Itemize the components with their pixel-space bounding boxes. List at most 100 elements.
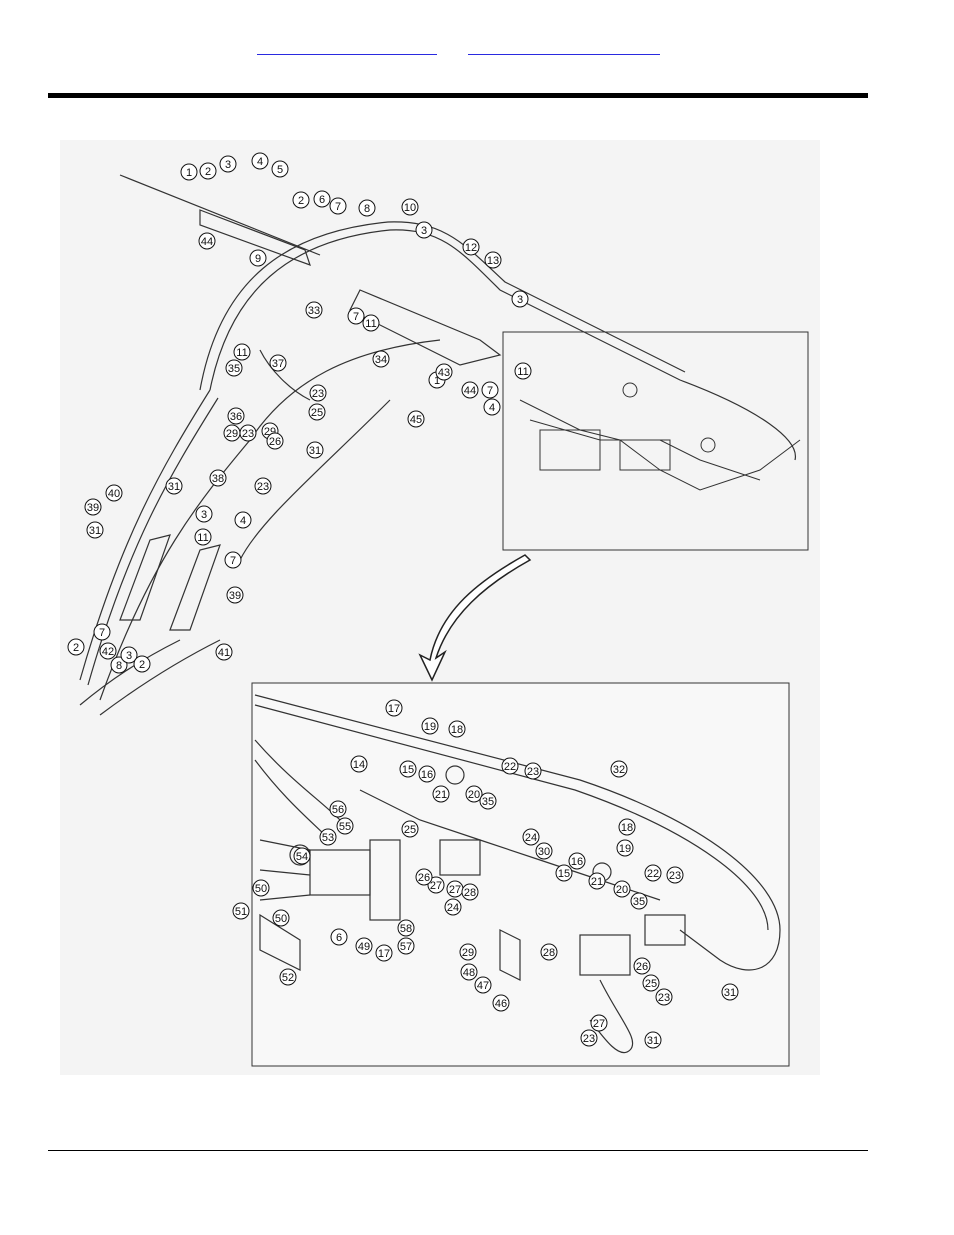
main-callout-circle	[219, 155, 237, 173]
detail-callout-circle	[465, 785, 483, 803]
main-callout-circle	[309, 384, 327, 402]
main-callout-label: 4	[489, 402, 495, 414]
detail-callout-29: 22	[644, 864, 662, 882]
detail-callout-label: 24	[447, 902, 459, 914]
detail-callout-circle	[330, 928, 348, 946]
detail-callout-31: 51	[232, 902, 250, 920]
main-callout-circle	[362, 314, 380, 332]
main-callout-39: 45	[407, 410, 425, 428]
detail-callout-16: 53	[319, 828, 337, 846]
main-callout-label: 36	[230, 411, 242, 423]
main-callout-label: 31	[89, 525, 101, 537]
detail-callout-circle	[293, 847, 311, 865]
detail-callout-label: 25	[404, 824, 416, 836]
detail-callout-circle	[319, 828, 337, 846]
detail-callout-circle	[459, 943, 477, 961]
detail-callout-label: 54	[296, 851, 308, 863]
detail-callout-label: 31	[647, 1035, 659, 1047]
hose-lines	[79, 174, 796, 716]
detail-callout-label: 49	[358, 941, 370, 953]
main-callout-circle	[462, 238, 480, 256]
main-callout-circle	[271, 160, 289, 178]
detail-callout-1: 19	[421, 717, 439, 735]
detail-callout-circle	[432, 785, 450, 803]
main-callout-label: 3	[421, 225, 427, 237]
detail-callout-32: 50	[272, 909, 290, 927]
detail-callout-label: 26	[636, 961, 648, 973]
main-callout-17: 11	[362, 314, 380, 332]
top-rule	[48, 93, 868, 98]
detail-callout-28: 20	[613, 880, 631, 898]
main-callout-33: 23	[239, 424, 257, 442]
main-callout-circle	[401, 198, 419, 216]
main-callout-23: 43	[435, 363, 453, 381]
detail-callout-45: 35	[630, 892, 648, 910]
main-callout-32: 29	[223, 424, 241, 442]
main-callout-30: 36	[227, 407, 245, 425]
detail-callout-24: 50	[252, 879, 270, 897]
detail-callout-circle	[397, 919, 415, 937]
detail-callout-5: 16	[418, 765, 436, 783]
detail-callout-label: 27	[449, 884, 461, 896]
main-callout-circle	[84, 498, 102, 516]
detail-callout-circle	[721, 983, 739, 1001]
main-callout-51: 42	[99, 642, 117, 660]
detail-callout-label: 23	[583, 1033, 595, 1045]
main-callout-6: 6	[313, 190, 331, 208]
main-callout-circle	[347, 307, 365, 325]
detail-callout-label: 35	[482, 796, 494, 808]
main-callout-circle	[233, 343, 251, 361]
detail-callout-43: 46	[492, 994, 510, 1012]
main-callout-35: 26	[266, 432, 284, 450]
main-callout-label: 7	[230, 555, 236, 567]
detail-callout-label: 50	[275, 913, 287, 925]
main-callout-circle	[120, 646, 138, 664]
main-callout-label: 13	[487, 255, 499, 267]
main-callout-circle	[239, 424, 257, 442]
main-callout-label: 8	[116, 660, 122, 672]
main-callout-10: 9	[249, 249, 267, 267]
detail-callout-label: 21	[435, 789, 447, 801]
detail-callout-17: 54	[293, 847, 311, 865]
detail-callout-label: 25	[645, 978, 657, 990]
main-callout-circle	[483, 398, 501, 416]
main-callout-11: 10	[401, 198, 419, 216]
detail-callout-44: 28	[540, 943, 558, 961]
nav-link-1[interactable]	[257, 40, 437, 55]
detail-callout-label: 19	[619, 843, 631, 855]
detail-callout-circle	[568, 852, 586, 870]
nav-link-2[interactable]	[468, 40, 660, 55]
detail-callout-circle	[642, 974, 660, 992]
main-callout-22: 4	[483, 398, 501, 416]
detail-callout-circle	[355, 937, 373, 955]
detail-callout-circle	[448, 720, 466, 738]
detail-callout-circle	[610, 760, 628, 778]
main-callout-circle	[481, 381, 499, 399]
detail-callout-label: 23	[527, 766, 539, 778]
detail-callout-48: 23	[655, 988, 673, 1006]
main-callout-43: 39	[84, 498, 102, 516]
main-callout-38: 23	[254, 477, 272, 495]
main-callout-circle	[234, 511, 252, 529]
main-callout-label: 2	[73, 642, 79, 654]
detail-callout-11: 56	[329, 800, 347, 818]
main-callout-8: 8	[358, 199, 376, 217]
detail-callout-label: 22	[647, 868, 659, 880]
main-callout-circle	[329, 197, 347, 215]
detail-callout-18: 27	[427, 876, 445, 894]
detail-callout-circle	[644, 864, 662, 882]
main-callout-label: 31	[309, 445, 321, 457]
detail-callout-circle	[415, 868, 433, 886]
detail-callout-circle	[524, 762, 542, 780]
detail-arrow	[418, 554, 532, 682]
detail-callout-40: 29	[459, 943, 477, 961]
detail-callout-0: 17	[385, 699, 403, 717]
detail-callout-37: 58	[397, 919, 415, 937]
main-callout-45: 11	[194, 528, 212, 546]
main-callout-circle	[165, 477, 183, 495]
detail-callout-circle	[474, 976, 492, 994]
main-callout-24: 33	[305, 301, 323, 319]
main-callout-40: 4	[234, 511, 252, 529]
detail-callout-label: 27	[430, 880, 442, 892]
main-callout-circle	[514, 362, 532, 380]
